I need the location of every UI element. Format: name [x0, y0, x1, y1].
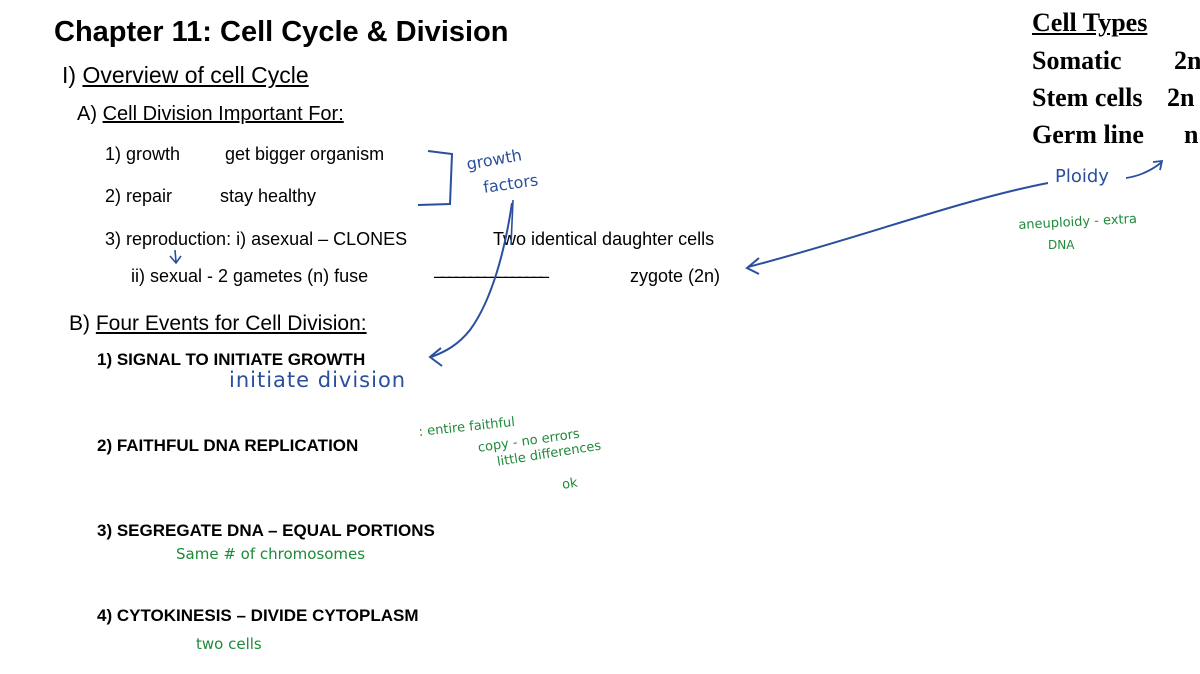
section-a-heading: A) Cell Division Important For:: [77, 103, 344, 126]
section-a-title: Cell Division Important For:: [102, 103, 344, 125]
growth-factors-note-2: factors: [482, 170, 540, 197]
item-reproduction-label: 3) reproduction: i) asexual – CLONES: [105, 229, 408, 249]
cell-type-somatic: Somatic: [1032, 46, 1122, 75]
ploidy-up-arrow-head: [1152, 159, 1164, 171]
cell-type-germ: Germ line: [1032, 120, 1144, 149]
cell-type-germ-ploidy: n: [1184, 120, 1199, 149]
section-b-title: Four Events for Cell Division:: [95, 312, 367, 335]
cell-type-somatic-ploidy: 2n: [1174, 46, 1200, 75]
bracket-stroke: [417, 150, 454, 206]
down-arrow-stroke: [169, 249, 182, 265]
section-b-heading: B) Four Events for Cell Division:: [69, 312, 367, 336]
cell-type-stem: Stem cells: [1032, 83, 1143, 112]
section-b-prefix: B): [69, 312, 96, 335]
section-a-prefix: A): [77, 103, 103, 125]
growth-factors-note-1: growth: [465, 145, 524, 174]
event-3: 3) SEGREGATE DNA – EQUAL PORTIONS: [97, 521, 435, 540]
event-2: 2) FAITHFUL DNA REPLICATION: [97, 436, 359, 455]
event-1-note: initiate division: [229, 368, 407, 392]
aneuploidy-note-2: DNA: [1048, 238, 1075, 252]
item-sexual-result: zygote (2n): [630, 266, 721, 286]
chapter-title: Chapter 11: Cell Cycle & Division: [54, 16, 509, 48]
item-repair-desc: stay healthy: [220, 186, 317, 206]
item-sexual-label: ii) sexual - 2 gametes (n) fuse: [131, 266, 369, 286]
event-2-note-4: ok: [561, 475, 579, 493]
item-reproduction-desc: Two identical daughter cells: [493, 229, 715, 249]
ploidy-note: Ploidy: [1055, 166, 1109, 187]
event-1: 1) SIGNAL TO INITIATE GROWTH: [97, 350, 366, 369]
aneuploidy-note-1: aneuploidy - extra: [1018, 211, 1138, 233]
event-4: 4) CYTOKINESIS – DIVIDE CYTOPLASM: [97, 606, 419, 625]
ploidy-up-arrow-stroke: [1125, 161, 1163, 179]
event-3-note: Same # of chromosomes: [176, 545, 366, 563]
ploidy-arrow-head: [745, 257, 760, 275]
event-2-note-1: : entire faithful: [418, 414, 516, 440]
cell-types-title: Cell Types: [1032, 8, 1148, 37]
ploidy-arrow-stroke: [747, 182, 1049, 268]
section-i-title: Overview of cell Cycle: [82, 62, 309, 88]
item-repair-label: 2) repair: [105, 186, 173, 206]
section-i-heading: I) Overview of cell Cycle: [62, 62, 309, 89]
event-4-note: two cells: [196, 635, 262, 653]
item-growth-desc: get bigger organism: [225, 144, 385, 164]
item-sexual-dashes: ––––––––––––––––: [434, 266, 549, 286]
section-i-prefix: I): [62, 62, 83, 88]
cell-type-stem-ploidy: 2n: [1167, 83, 1195, 112]
item-growth-label: 1) growth: [105, 144, 181, 164]
factors-arrow-head: [428, 347, 443, 367]
